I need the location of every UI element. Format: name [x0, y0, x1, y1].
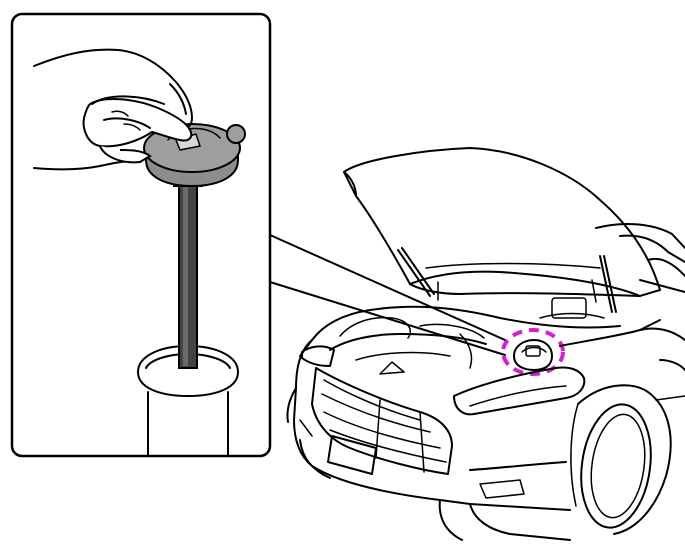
engine-bay	[311, 297, 621, 375]
license-plate	[327, 435, 377, 475]
car-illustration	[286, 146, 685, 541]
highlight-circle	[501, 328, 565, 376]
front-body	[286, 319, 661, 541]
front-wheel	[570, 384, 672, 535]
washer-reservoir-cap	[513, 339, 553, 371]
callout-lines	[269, 234, 506, 356]
hood-struts	[397, 247, 617, 313]
inset-panel	[10, 12, 272, 458]
side-body	[639, 327, 685, 401]
lower-bumper	[299, 419, 567, 499]
windshield-and-side	[595, 223, 685, 293]
hand-holding-cap	[33, 48, 193, 171]
headlight-right	[453, 366, 586, 416]
front-grille	[311, 367, 453, 475]
headlight-left	[301, 345, 335, 367]
raised-hood	[342, 146, 662, 303]
level-gauge-rod	[173, 173, 203, 369]
